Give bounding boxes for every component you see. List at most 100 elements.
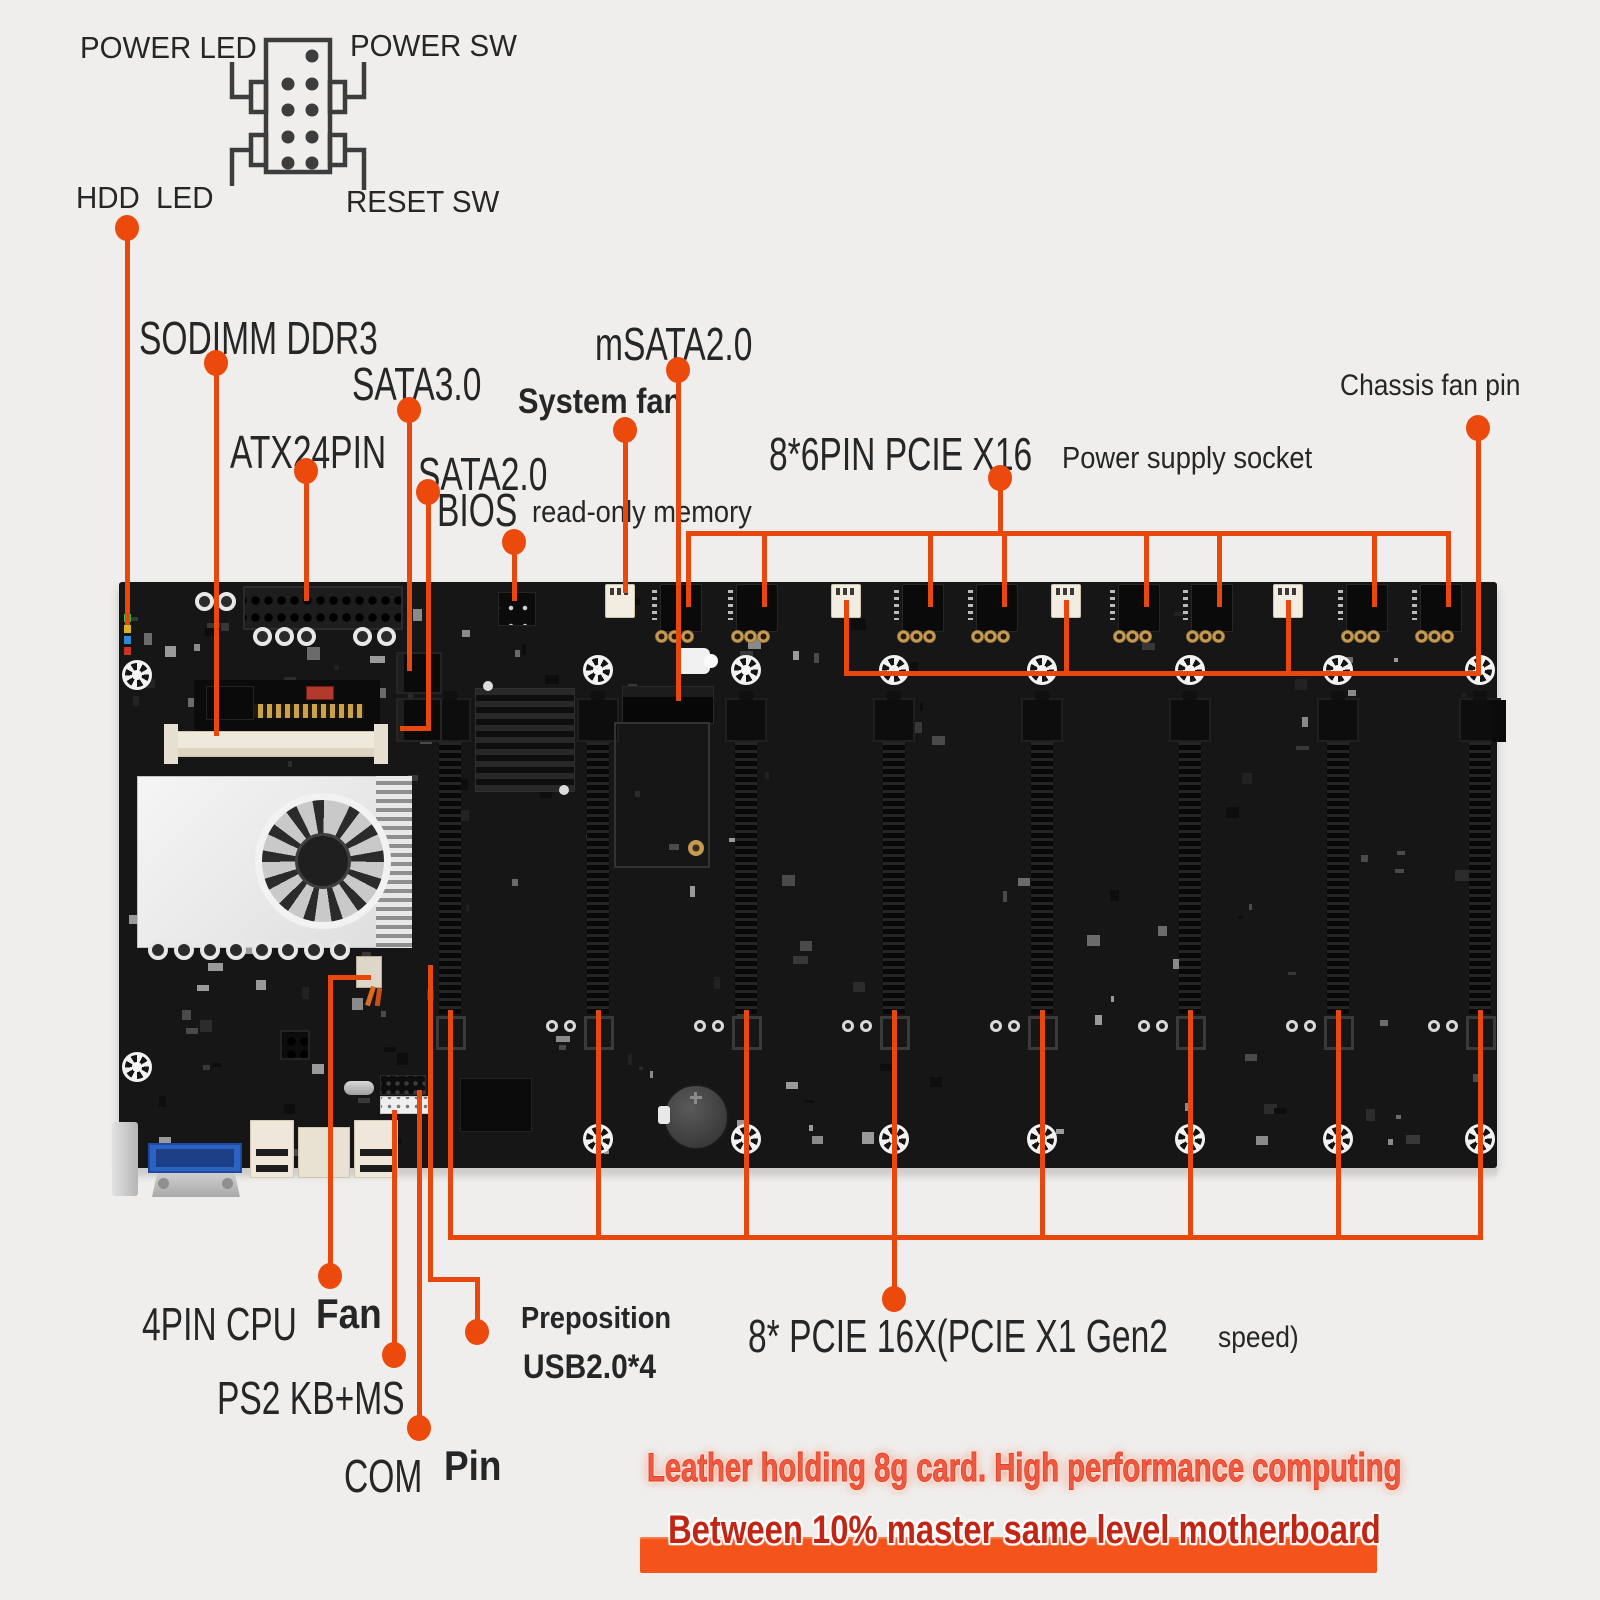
label-chassis-fan: Chassis fan pin [1340,369,1521,402]
pcie-slot-socket [1169,698,1211,742]
callout-line [427,964,433,1282]
vga-nut [222,1178,233,1189]
heatsink-screw [483,681,493,691]
smd-component [461,809,470,822]
callout-line [327,974,333,1279]
solder-pad [897,630,910,643]
label-ps2: PS2 KB+MS [217,1372,405,1424]
pcie-x16-slot [883,742,905,1014]
smd-component [133,696,139,707]
smd-component [1110,995,1115,1003]
silkscreen-marks [1183,590,1188,620]
pcie-6pin-power [660,584,702,632]
solder-pad [1139,630,1152,643]
smd-component [287,760,292,768]
callout-line [1477,1009,1483,1240]
solder-pad [731,630,744,643]
solder-pad [757,630,770,643]
pcie-x16-slot [1031,742,1053,1014]
silkscreen-marks [894,590,899,620]
pcie-slot-notch [887,691,901,700]
board-part [694,1020,706,1032]
smd-component [690,885,696,897]
callout-line [1063,599,1069,676]
capacitor [297,627,316,646]
callout-line [1039,1009,1045,1240]
smd-component [197,985,209,991]
callout-line [843,599,849,676]
battery-clip [658,1106,670,1124]
label-bios: BIOS [437,484,518,536]
smd-component [862,1132,875,1144]
pcie-x16-slot [439,742,461,1014]
smd-component [1473,1073,1481,1082]
marketing-line-1: Leather holding 8g card. High performanc… [647,1446,1402,1490]
smd-component [256,979,267,991]
smd-component [207,962,223,971]
pcie-slot-notch [1473,691,1487,700]
marketing-line-2: Between 10% master same level motherboar… [668,1508,1381,1552]
callout-line [213,360,219,736]
smd-component [799,941,813,951]
label-power-led: POWER LED [80,30,257,65]
smd-component [1056,1128,1064,1135]
callout-line [124,225,130,625]
callout-dot [502,529,526,555]
solder-pad [1186,630,1199,643]
smd-component [1244,1053,1257,1062]
solder-pad [1113,630,1126,643]
pcie-6pin-power [976,584,1018,632]
smd-component [128,915,139,924]
smd-component [1094,1014,1102,1026]
callout-line [327,974,371,980]
sodimm-pin-comb [240,704,364,718]
smd-component [1405,1135,1420,1145]
smd-component [1274,1108,1286,1114]
capacitor [275,627,294,646]
pcie-slot-notch [443,691,457,700]
smd-component [515,650,521,658]
smd-component [454,778,469,791]
board-part [1138,1020,1150,1032]
smd-component [312,1064,324,1074]
smd-component [1287,971,1297,976]
smd-component [793,651,800,660]
smd-component [129,617,138,621]
smd-component [668,844,680,850]
pcie-x16-slot [735,742,757,1014]
smd-component [1109,890,1120,902]
dip-switch [306,686,334,700]
smd-component [919,702,924,712]
callout-dot [988,465,1012,491]
capacitor [252,940,272,960]
callout-line [997,475,1003,536]
capacitor [226,940,246,960]
smd-component [1225,806,1240,818]
label-hdd-led: HDD LED [76,180,214,215]
capacitor [377,627,396,646]
smd-component [1264,1103,1277,1115]
pcie-x16-slot [1469,742,1491,1014]
smd-component [522,644,526,656]
callout-dot [666,357,690,383]
smd-component [334,664,340,670]
pcie-slot-notch [1035,691,1049,700]
callout-line [1001,530,1007,607]
status-led [124,636,131,644]
smd-component [462,629,470,638]
smd-component [1394,869,1405,873]
solder-pad [923,630,936,643]
vga-nut [158,1178,169,1189]
solder-pad [910,630,923,643]
usb-port [360,1162,392,1172]
callout-line [511,539,517,601]
smd-component [1173,611,1187,617]
msata-bay [614,722,710,868]
smd-component [465,905,470,912]
smd-component [186,1028,199,1035]
smd-component [627,1054,633,1066]
smd-component [1142,643,1156,650]
smd-component [631,597,641,605]
smd-component [193,644,200,651]
